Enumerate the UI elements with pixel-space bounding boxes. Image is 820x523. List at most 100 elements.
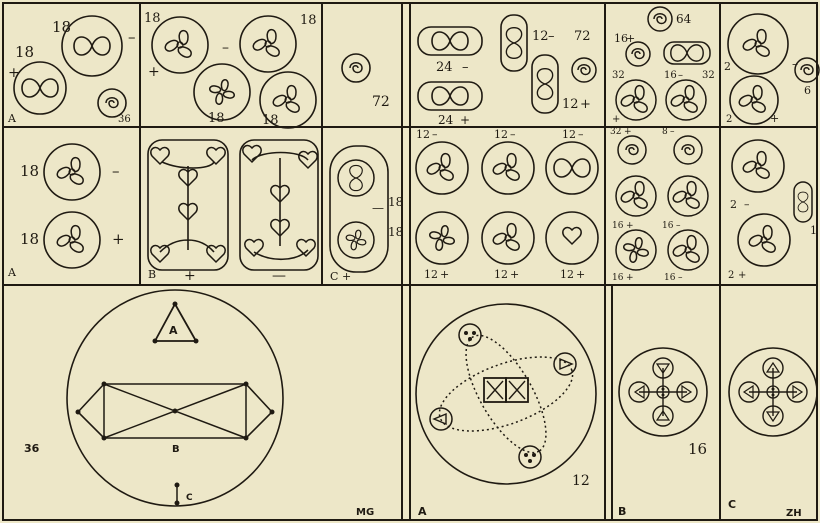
count-label: 16	[688, 440, 707, 458]
label: 24	[436, 60, 453, 75]
label: 12	[416, 128, 430, 141]
label: 32	[610, 127, 621, 137]
count-label: 12	[572, 473, 590, 489]
sign: —	[372, 201, 384, 215]
sign: –	[128, 28, 136, 46]
label: 18	[388, 195, 403, 209]
label: 16	[612, 221, 624, 231]
label: 18	[262, 113, 279, 128]
label: 12	[494, 268, 508, 281]
label: 2	[730, 198, 737, 211]
sign: +	[460, 113, 470, 127]
label: 18	[15, 43, 34, 61]
label: 16	[664, 273, 676, 283]
label: 16	[662, 221, 674, 231]
label: 64	[676, 12, 692, 26]
label: 2	[724, 60, 731, 73]
sign: +	[342, 270, 351, 283]
label: 72	[574, 29, 591, 44]
label-a: A	[169, 324, 178, 337]
label: 18	[300, 13, 317, 28]
sign: –	[578, 128, 584, 141]
label: 36	[118, 114, 131, 125]
panel-letter: A	[7, 266, 17, 279]
sign: +	[184, 268, 196, 284]
sign: +	[626, 221, 634, 231]
label: 18	[52, 18, 71, 36]
sign: +	[770, 112, 779, 125]
sign: +	[576, 268, 585, 281]
corner-label: ZH	[786, 508, 802, 519]
sign: +	[148, 64, 160, 80]
top-panel-5: 64 16 + 32 16 – 32 +	[612, 7, 715, 125]
sign: –	[678, 273, 683, 283]
sign: +	[510, 268, 519, 281]
count-label: 36	[24, 442, 40, 455]
sign: +	[626, 273, 634, 283]
label: 12	[424, 268, 438, 281]
top-panel-3: 72	[342, 54, 390, 110]
label: 32	[612, 70, 625, 81]
sign: –	[432, 128, 438, 141]
label: 16	[612, 273, 624, 283]
sign: —	[272, 268, 286, 284]
sign: +	[624, 127, 632, 137]
sign: –	[744, 198, 750, 211]
top-panel-2: 18 18 – + 18 18	[144, 11, 317, 128]
top-panel-6: 2 – 6 2 +	[724, 14, 819, 125]
sign: +	[612, 114, 620, 125]
label: 12	[560, 268, 574, 281]
sign: –	[462, 60, 469, 75]
label-b: B	[172, 444, 180, 455]
label: 72	[372, 94, 390, 110]
sign: –	[678, 70, 683, 81]
label: 18	[20, 230, 39, 248]
panel-letter: B	[148, 268, 156, 281]
label-c: C	[186, 493, 193, 503]
bottom-right-b-figure: 16 B	[618, 348, 707, 518]
top-panel-1: 18 – 18 + 36 A	[7, 16, 136, 125]
sign: +	[580, 97, 591, 112]
label: 12	[562, 97, 579, 112]
sign: +	[738, 270, 746, 281]
bottom-center-figure: A 12	[416, 304, 596, 518]
label: 12	[562, 128, 576, 141]
sign: +	[112, 230, 125, 248]
panel-letter: A	[418, 505, 427, 518]
panel-letter: C	[330, 270, 338, 283]
panel-letter: C	[728, 498, 736, 511]
panel-letter: B	[618, 505, 626, 518]
label: 18	[208, 111, 225, 126]
mid-panel-3: — 18 18 C +	[330, 146, 403, 283]
mid-panel-5: 32 + 8 – 16 + 16 – 16 + 16 –	[610, 127, 708, 283]
label: 24	[438, 113, 454, 127]
label: 2	[728, 270, 734, 281]
top-panel-4: 24 – 24 + 12 – 72 12 +	[418, 15, 596, 127]
sign: –	[112, 162, 120, 180]
sign: –	[792, 57, 798, 71]
panel-letter: A	[7, 112, 17, 125]
mid-panel-6: 2 – 1 2 +	[728, 140, 817, 281]
sign: –	[676, 221, 681, 231]
label: 18	[388, 225, 403, 239]
sign: +	[8, 65, 20, 81]
label: 12	[494, 128, 508, 141]
sign: –	[222, 40, 229, 56]
bottom-right-c-figure: C ZH	[728, 348, 817, 519]
bottom-left-figure: A B C 36 MG	[24, 290, 374, 518]
label: 8	[662, 127, 668, 137]
label: 18	[144, 11, 161, 26]
label: 18	[20, 162, 39, 180]
label: 2	[726, 114, 732, 125]
mid-panel-4: 12 – 12 – 12 – 12 + 12 + 12 +	[416, 128, 598, 281]
mid-panel-1: 18 – 18 + A	[7, 144, 125, 279]
sign: –	[510, 128, 516, 141]
mid-panel-2: B + —	[148, 140, 318, 284]
sign: –	[670, 127, 675, 137]
label: 12	[532, 29, 549, 44]
label: 1	[810, 224, 817, 237]
corner-label: MG	[356, 507, 374, 518]
label: 32	[702, 70, 715, 81]
label: 6	[804, 84, 811, 97]
